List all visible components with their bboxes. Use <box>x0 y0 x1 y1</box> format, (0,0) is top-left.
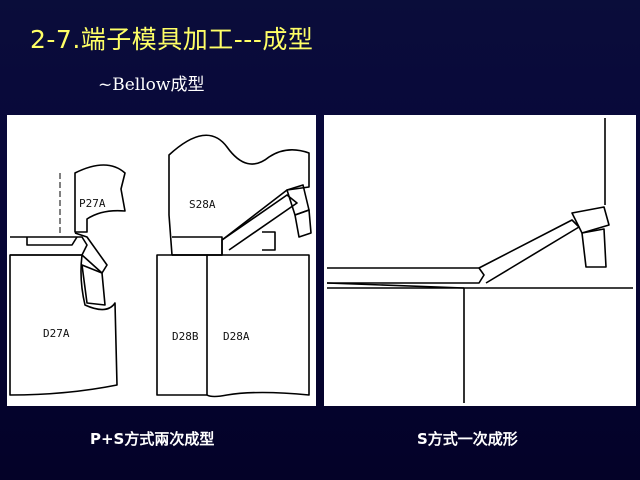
horizontal-strip <box>327 267 485 284</box>
die-d28a-shape <box>206 254 310 398</box>
label-s28a: S28A <box>189 198 216 211</box>
center-block <box>262 231 276 251</box>
right-diagram-panel <box>324 115 636 406</box>
label-d28b: D28B <box>172 330 199 343</box>
die-d27a-shape <box>9 254 118 396</box>
left-diagram-svg: P27A S28A D27A D28B D28A <box>9 134 312 398</box>
die-d28b-shape <box>156 254 208 396</box>
slide-subtitle: ~Bellow成型 <box>98 75 205 95</box>
punch-p27a-shape <box>74 164 126 233</box>
label-d28a: D28A <box>223 330 250 343</box>
strip-left-inner <box>26 236 78 246</box>
top-end-block <box>571 206 610 234</box>
angled-strip-right <box>478 219 580 284</box>
small-tab <box>581 228 607 268</box>
bent-piece-left <box>74 232 108 274</box>
left-diagram-panel: P27A S28A D27A D28B D28A <box>7 115 316 406</box>
die-slant <box>326 282 465 289</box>
strip-center <box>172 236 223 256</box>
label-p27a: P27A <box>79 197 106 210</box>
punch-s28a-shape <box>168 134 310 256</box>
angled-strip-left <box>221 194 298 251</box>
left-caption: P+S方式兩次成型 <box>90 430 215 448</box>
bent-tab-left <box>81 264 106 306</box>
s-end-tab <box>294 209 312 238</box>
label-d27a: D27A <box>43 327 70 340</box>
right-diagram-svg <box>326 118 633 403</box>
slide-title: 2-7.端子模具加工---成型 <box>30 25 314 54</box>
right-caption: S方式一次成形 <box>417 430 518 448</box>
